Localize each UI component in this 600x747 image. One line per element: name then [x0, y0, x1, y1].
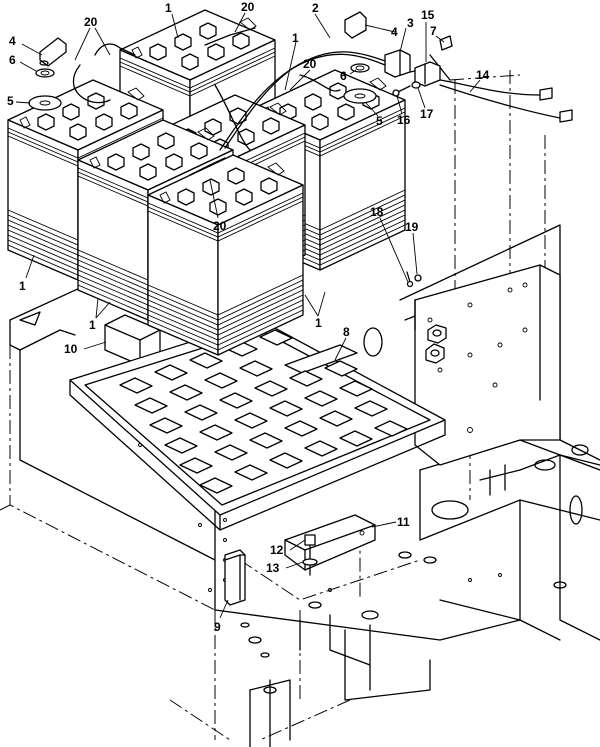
callout-14: 14: [476, 68, 490, 82]
part-19-nut: [414, 274, 422, 282]
part-5-pad-left: [28, 95, 62, 111]
part-6-washer-left: [35, 68, 55, 78]
hex-nut-lower: [425, 343, 445, 364]
part-10-block: [104, 314, 161, 366]
part-16-bolt: [392, 85, 411, 97]
callout-16: 16: [397, 113, 411, 127]
callout-15: 15: [421, 8, 435, 22]
battery-front-right: [147, 154, 304, 356]
callout-1-right-top: 1: [292, 31, 299, 45]
callout-11: 11: [397, 515, 410, 529]
callout-19: 19: [405, 220, 419, 234]
part-9-spacer: [224, 549, 246, 606]
callout-10: 10: [64, 342, 78, 356]
callout-labels: 1 20 20 2 4 3 15 7 4 6 1 20 6 14 5 5 16 …: [7, 0, 490, 634]
part-13-washer: [302, 558, 318, 566]
callout-4-left: 4: [9, 34, 16, 48]
part-4-cap-right: [344, 11, 367, 39]
part-17-washer: [411, 81, 421, 89]
leader-lines: [15, 12, 481, 619]
callout-6-right: 6: [340, 69, 347, 83]
part-3-connector: [384, 49, 411, 78]
part-5-pad-right: [343, 88, 377, 104]
callout-20-center: 20: [213, 219, 227, 233]
batteries: [7, 9, 406, 356]
cables: [72, 27, 573, 176]
part-7-cap: [439, 35, 453, 51]
callout-5-right: 5: [376, 114, 383, 128]
callout-3: 3: [407, 16, 414, 30]
callout-17: 17: [420, 107, 434, 121]
hex-nut-upper: [427, 324, 447, 344]
callout-6-left: 6: [9, 53, 16, 67]
part-4-cap-left: [39, 37, 67, 67]
callout-20-top-left: 20: [84, 15, 98, 29]
callout-18: 18: [370, 205, 384, 219]
callout-13: 13: [266, 561, 280, 575]
part-6-washer-right: [350, 63, 370, 73]
callout-5-left: 5: [7, 94, 14, 108]
callout-2: 2: [312, 1, 319, 15]
callout-1-bottom-right: 1: [315, 316, 322, 330]
callout-20-mid: 20: [303, 57, 317, 71]
part-12-bolt: [304, 534, 316, 576]
callout-20-top-right: 20: [241, 0, 255, 14]
bracket-plate: [363, 264, 561, 466]
callout-4-right: 4: [391, 25, 398, 39]
callout-1-left-lower: 1: [89, 318, 96, 332]
callout-1-top: 1: [165, 1, 172, 15]
callout-9: 9: [214, 620, 221, 634]
frame-phantom-lines: [0, 70, 561, 741]
callout-12: 12: [270, 543, 284, 557]
callout-8: 8: [343, 325, 350, 339]
callout-7: 7: [430, 24, 437, 38]
part-18-bolt: [406, 271, 414, 288]
part-11-bracket: [284, 514, 376, 571]
callout-1-left: 1: [19, 279, 26, 293]
